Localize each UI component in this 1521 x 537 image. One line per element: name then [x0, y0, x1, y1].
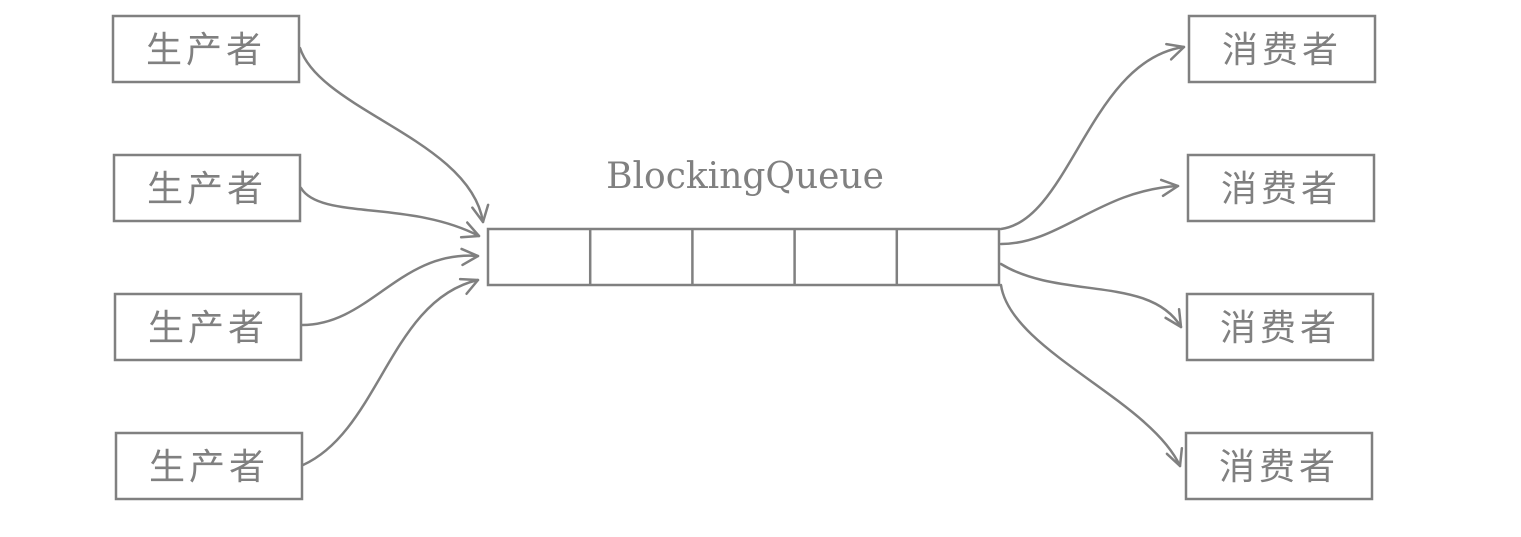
- producer-arrow: [298, 46, 485, 224]
- producer-node-label: 生产者: [148, 308, 268, 349]
- producer-arrow: [300, 254, 480, 327]
- producer-node: 生产者: [112, 153, 302, 223]
- producer-node-box: [112, 153, 302, 223]
- consumer-node: 消费者: [1184, 431, 1374, 501]
- consumer-arrow-head: [1165, 42, 1186, 61]
- producer-arrow: [299, 186, 481, 238]
- producer-node-box: [111, 14, 301, 84]
- consumer-arrow: [999, 283, 1182, 468]
- producer-arrow-head: [460, 247, 480, 267]
- consumer-node-label: 消费者: [1222, 30, 1342, 71]
- producer-node: 生产者: [113, 292, 303, 362]
- producer-arrow-head: [471, 203, 490, 224]
- producer-node: 生产者: [111, 14, 301, 84]
- consumer-node: 消费者: [1186, 153, 1376, 223]
- consumer-arrow-head: [1165, 446, 1184, 468]
- consumer-arrow: [999, 45, 1186, 231]
- arrows-layer: [298, 42, 1186, 468]
- producer-arrow: [301, 278, 480, 467]
- producer-node-label: 生产者: [149, 447, 269, 488]
- consumer-arrow-head: [1159, 178, 1180, 198]
- consumer-node-box: [1187, 14, 1377, 84]
- consumer-node-label: 消费者: [1220, 308, 1340, 349]
- producer-node-box: [113, 292, 303, 362]
- producer-arrow-head: [458, 277, 480, 295]
- consumer-node-label: 消费者: [1221, 169, 1341, 210]
- queue-body: [486, 227, 1001, 287]
- producer-node-box: [114, 431, 304, 501]
- producer-node-label: 生产者: [146, 30, 266, 71]
- producer-node-label: 生产者: [147, 169, 267, 210]
- producer-node: 生产者: [114, 431, 304, 501]
- consumer-node-box: [1184, 431, 1374, 501]
- consumer-node: 消费者: [1187, 14, 1377, 84]
- blocking-queue: BlockingQueue: [486, 156, 1001, 287]
- consumer-node-box: [1186, 153, 1376, 223]
- consumer-node-box: [1185, 292, 1375, 362]
- consumer-node: 消费者: [1185, 292, 1375, 362]
- consumer-node-label: 消费者: [1219, 447, 1339, 488]
- consumer-arrow: [999, 262, 1183, 329]
- consumer-arrow-head: [1164, 307, 1183, 329]
- queue-title: BlockingQueue: [606, 156, 884, 197]
- producer-arrow-head: [459, 221, 481, 239]
- consumer-arrow: [999, 184, 1180, 246]
